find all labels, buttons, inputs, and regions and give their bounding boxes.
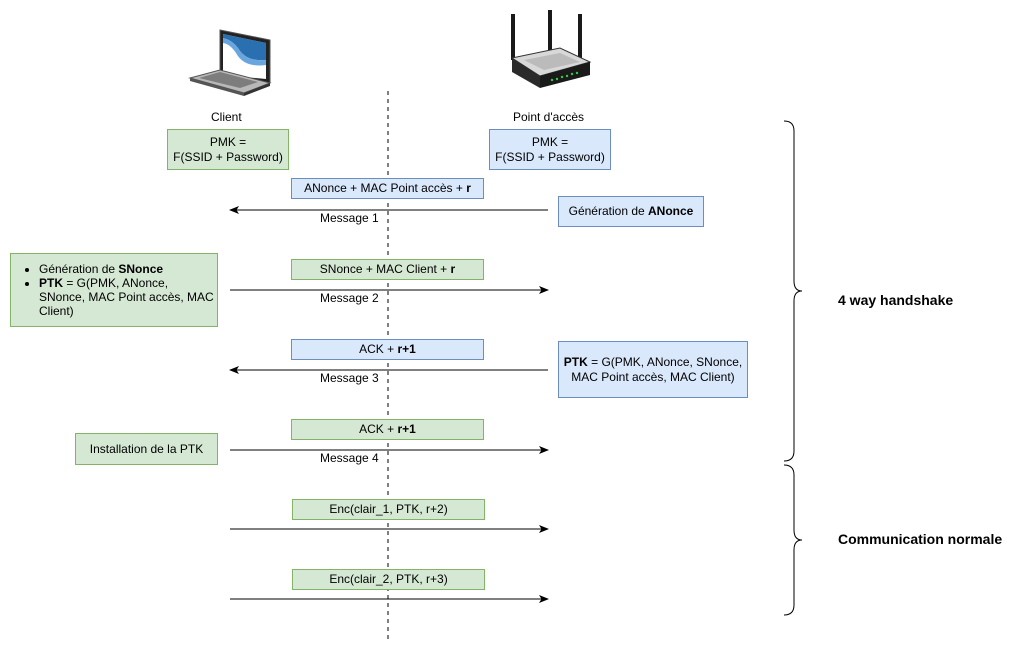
client-note-bullet-1: Génération de SNonce [39,262,217,276]
message-4-payload: ACK + r+1 [291,419,484,440]
ap-ptk-bold: PTK [563,354,588,369]
message-3-payload-bold: r+1 [397,342,416,356]
client-snonce-ptk-box: Génération de SNonce PTK = G(PMK, ANonce… [10,253,218,327]
anonce-generation-bold: ANonce [648,204,694,218]
client-pmk-line1: PMK = [209,134,247,149]
message-4-payload-bold: r+1 [397,422,416,436]
message-2-payload-bold: r [450,262,456,276]
brace-normal [783,464,803,616]
ap-pmk-line1: PMK = [531,134,569,149]
message-1-label: Message 1 [320,211,379,225]
ap-ptk-line2: MAC Point accès, MAC Client) [571,369,735,384]
message-4-label: Message 4 [320,451,379,465]
message-2-label: Message 2 [320,291,379,305]
access-point-label: Point d'accès [513,110,584,124]
message-3-payload-text: ACK + [359,342,398,356]
message-1-payload-text: ANonce + MAC Point accès + [304,181,467,195]
message-3-payload: ACK + r+1 [291,339,484,360]
ap-ptk-line1: = G(PMK, ANonce, SNonce, [587,354,743,369]
message-1-payload-bold: r [466,181,471,195]
message-1-payload: ANonce + MAC Point accès + r [291,178,484,199]
ap-ptk-box: PTK = G(PMK, ANonce, SNonce, MAC Point a… [558,341,748,398]
client-note-bullet-2: PTK = G(PMK, ANonce, SNonce, MAC Point a… [39,276,217,318]
phase-label-handshake: 4 way handshake [838,292,954,308]
ptk-installation-box: Installation de la PTK [75,433,218,465]
anonce-generation-box: Génération de ANonce [558,196,704,227]
message-2-payload: SNonce + MAC Client + r [291,259,484,280]
client-pmk-box: PMK = F(SSID + Password) [167,129,289,170]
anonce-generation-prefix: Génération de [568,204,649,218]
message-5-payload: Enc(clair_1, PTK, r+2) [292,499,485,520]
message-2-payload-text: SNonce + MAC Client + [319,262,451,276]
ap-pmk-line2: F(SSID + Password) [495,149,605,164]
ptk-installation-text: Installation de la PTK [89,441,204,456]
ap-pmk-box: PMK = F(SSID + Password) [489,129,611,170]
message-5-payload-text: Enc(clair_1, PTK, r+2) [329,502,448,516]
message-6-payload-text: Enc(clair_2, PTK, r+3) [329,572,448,586]
brace-handshake [783,120,803,462]
client-label: Client [211,110,242,124]
laptop-icon [188,29,272,96]
message-3-label: Message 3 [320,371,379,385]
message-6-payload: Enc(clair_2, PTK, r+3) [292,569,485,590]
message-4-payload-text: ACK + [359,422,398,436]
router-icon [510,10,592,88]
client-pmk-line2: F(SSID + Password) [173,149,283,164]
phase-label-normal: Communication normale [838,531,1003,547]
